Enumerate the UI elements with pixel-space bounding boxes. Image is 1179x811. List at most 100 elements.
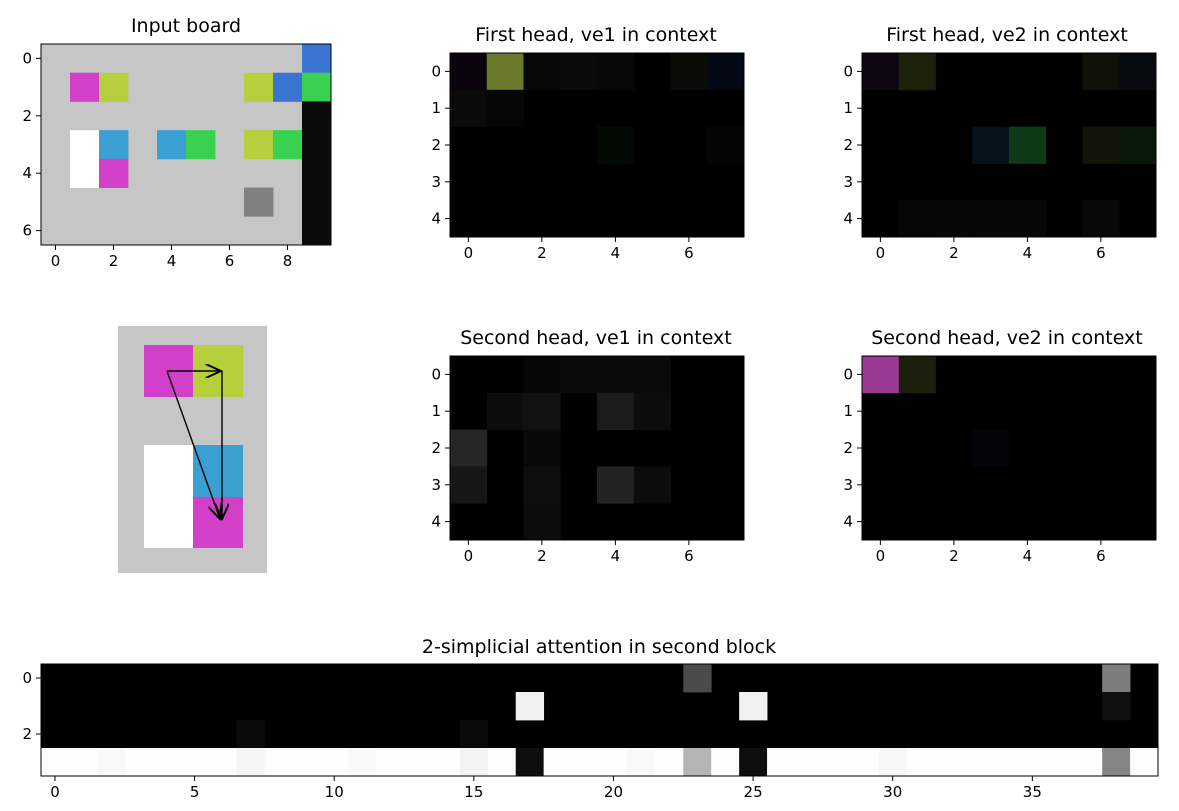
x-tick-label: 6 [684, 547, 694, 565]
heatmap-cell [1018, 748, 1047, 777]
heatmap-cell [850, 748, 880, 777]
heatmap-cell [990, 748, 1019, 777]
y-tick-label: 3 [431, 173, 441, 191]
heatmap-cell [523, 392, 561, 430]
heatmap-cell [523, 356, 561, 394]
heatmap-cell [739, 748, 768, 777]
y-tick-label: 0 [22, 669, 32, 687]
heatmap-cell [670, 53, 708, 91]
y-tick-label: 0 [431, 365, 441, 383]
x-tick-label: 35 [1023, 783, 1042, 801]
x-tick-label: 15 [464, 783, 483, 801]
heatmap-cell [320, 748, 349, 777]
heatmap-cell [515, 748, 545, 777]
heatmap-cell [597, 53, 635, 91]
heatmap-cell [711, 748, 740, 777]
heatmap-cell [523, 503, 561, 541]
heatmap-cell [487, 748, 517, 777]
heatmap-cell [906, 748, 935, 777]
second-head-ve2-cells [862, 356, 1156, 540]
heatmap-cell [523, 429, 561, 467]
heatmap-cell [244, 187, 274, 217]
heatmap-cell [152, 748, 182, 777]
input-board-title: Input board [131, 15, 241, 37]
heatmap-cell [523, 466, 561, 504]
x-tick-label: 4 [611, 547, 621, 565]
x-tick-label: 0 [876, 244, 886, 262]
heatmap-cell [99, 158, 129, 188]
heatmap-cell [822, 748, 852, 777]
heatmap-cell [898, 53, 936, 91]
heatmap-cell [597, 466, 635, 504]
heatmap-cell [1102, 664, 1131, 693]
y-tick-label: 3 [843, 476, 853, 494]
heatmap-cell [571, 748, 600, 777]
x-tick-label: 4 [1023, 547, 1033, 565]
diagram-tile [144, 497, 194, 548]
y-tick-label: 2 [431, 136, 441, 154]
heatmap-cell [96, 748, 126, 777]
y-tick-label: 0 [843, 365, 853, 383]
heatmap-cell [1119, 53, 1157, 91]
y-tick-label: 1 [431, 99, 441, 117]
heatmap-cell [486, 53, 524, 91]
heatmap-cell [302, 187, 332, 217]
heatmap-cell [302, 101, 332, 131]
heatmap-cell [655, 748, 684, 777]
heatmap-cell [794, 748, 824, 777]
pattern-diagram [118, 326, 267, 573]
first-head-ve2-title: First head, ve2 in context [886, 24, 1128, 46]
heatmap-cell [597, 126, 635, 164]
x-tick-label: 0 [50, 783, 60, 801]
heatmap-cell [1102, 748, 1131, 777]
y-tick-label: 0 [843, 62, 853, 80]
diagram-tile [144, 445, 194, 497]
x-tick-label: 4 [611, 244, 621, 262]
x-tick-label: 25 [744, 783, 763, 801]
heatmap-cell [962, 748, 991, 777]
y-tick-label: 1 [431, 402, 441, 420]
heatmap-cell [68, 748, 98, 777]
y-tick-label: 0 [431, 62, 441, 80]
heatmap-cell [236, 720, 265, 749]
y-tick-label: 0 [22, 49, 32, 67]
heatmap-cell [244, 130, 274, 160]
heatmap-cell [878, 748, 908, 777]
heatmap-cell [450, 53, 488, 91]
heatmap-cell [972, 200, 1010, 238]
heatmap-cell [450, 89, 488, 127]
heatmap-cell [70, 158, 100, 188]
x-tick-label: 2 [949, 547, 959, 565]
x-tick-label: 5 [190, 783, 200, 801]
simplicial-attention-cells [41, 664, 1159, 777]
heatmap-cell [683, 664, 712, 693]
simplicial-attention-title: 2-simplicial attention in second block [422, 636, 776, 658]
first-head-ve2-cells [862, 53, 1157, 238]
heatmap-cell [450, 466, 488, 504]
heatmap-cell [302, 158, 332, 188]
y-tick-label: 6 [22, 222, 32, 240]
heatmap-cell [431, 748, 461, 777]
heatmap-cell [348, 748, 377, 777]
second-head-ve1-cells [450, 356, 744, 541]
second-head-ve2-title: Second head, ve2 in context [871, 327, 1143, 349]
x-tick-label: 0 [464, 244, 474, 262]
y-tick-label: 1 [843, 99, 853, 117]
x-tick-label: 8 [283, 252, 293, 270]
heatmap-cell [273, 130, 303, 160]
heatmap-cell [1074, 748, 1103, 777]
x-tick-label: 4 [167, 252, 177, 270]
heatmap-cell [99, 130, 129, 160]
x-tick-label: 6 [684, 244, 694, 262]
heatmap-cell [486, 89, 524, 127]
y-tick-label: 2 [843, 439, 853, 457]
heatmap-cell [597, 392, 635, 430]
